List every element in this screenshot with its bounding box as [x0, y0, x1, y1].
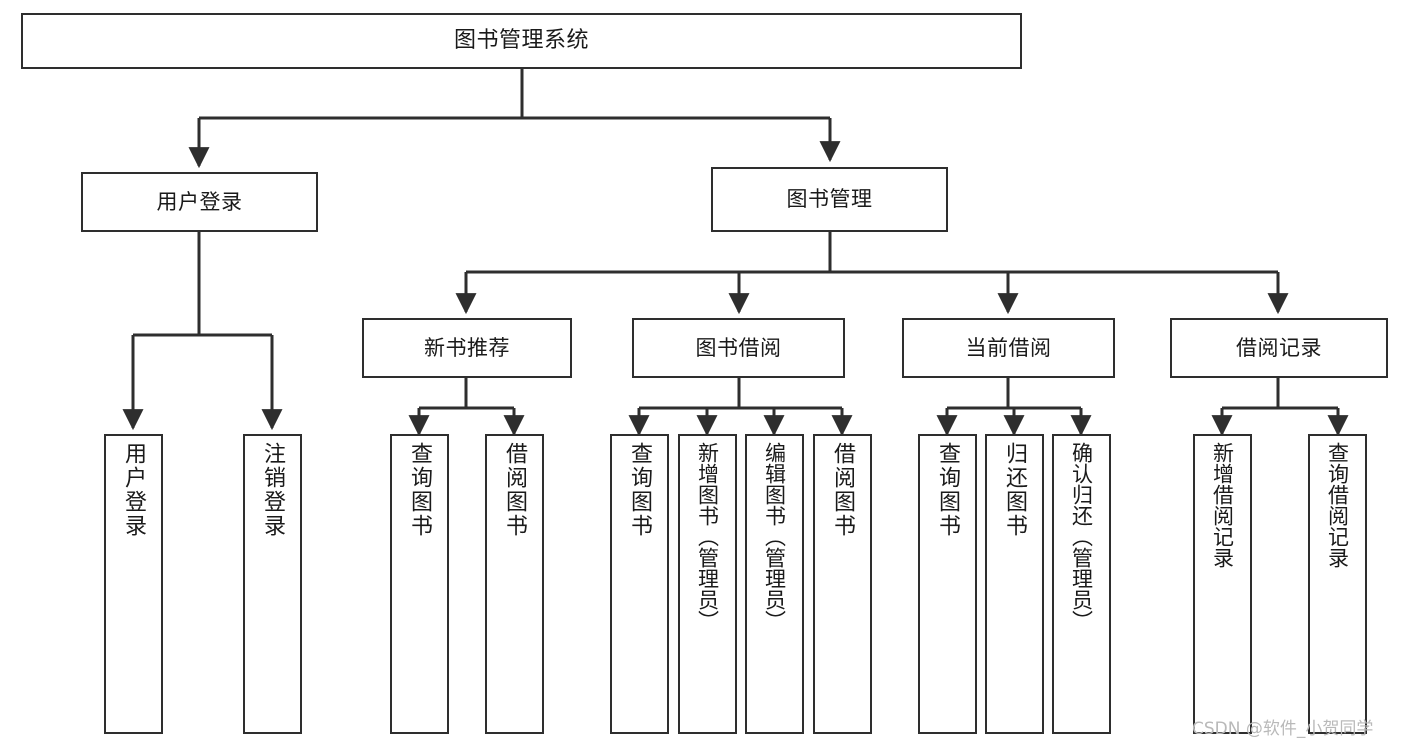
node-label: 用户登录: [121, 442, 147, 538]
node-label: 确认归还（管理员）: [1069, 442, 1094, 631]
node-label: 查询图书: [627, 442, 653, 538]
node-label: 图书借阅: [695, 335, 782, 360]
node-label: 当前借阅: [965, 335, 1052, 360]
node-leaf-query-borrow-record[interactable]: 查询借阅记录: [1308, 434, 1367, 734]
node-leaf-edit-book[interactable]: 编辑图书（管理员）: [745, 434, 804, 734]
node-leaf-user-login[interactable]: 用户登录: [104, 434, 163, 734]
node-label: 查询图书: [407, 442, 433, 538]
node-label: 用户登录: [156, 189, 243, 214]
node-label: 借阅图书: [830, 442, 856, 538]
node-leaf-borrow-book-recommend[interactable]: 借阅图书: [485, 434, 544, 734]
node-new-book-recommend[interactable]: 新书推荐: [362, 318, 572, 378]
node-label: 查询借阅记录: [1325, 442, 1350, 568]
node-label: 查询图书: [935, 442, 961, 538]
node-leaf-query-book-borrow[interactable]: 查询图书: [610, 434, 669, 734]
node-book-borrow[interactable]: 图书借阅: [632, 318, 845, 378]
node-label: 新书推荐: [424, 335, 510, 360]
node-root-book-management-system[interactable]: 图书管理系统: [21, 13, 1022, 69]
csdn-watermark: CSDN @软件_小贺同学: [1192, 719, 1374, 739]
node-leaf-add-borrow-record[interactable]: 新增借阅记录: [1193, 434, 1252, 734]
node-leaf-confirm-return[interactable]: 确认归还（管理员）: [1052, 434, 1111, 734]
node-leaf-return-book[interactable]: 归还图书: [985, 434, 1044, 734]
node-leaf-query-book-current[interactable]: 查询图书: [918, 434, 977, 734]
node-label: 借阅图书: [502, 442, 528, 538]
node-label: 编辑图书（管理员）: [762, 442, 787, 631]
node-label: 注销登录: [260, 442, 286, 538]
node-leaf-add-book[interactable]: 新增图书（管理员）: [678, 434, 737, 734]
node-current-borrow[interactable]: 当前借阅: [902, 318, 1115, 378]
node-label: 图书管理系统: [453, 28, 589, 54]
node-label: 新增借阅记录: [1210, 442, 1235, 568]
node-label: 借阅记录: [1236, 335, 1322, 360]
node-leaf-borrow-book[interactable]: 借阅图书: [813, 434, 872, 734]
node-label: 图书管理: [786, 187, 873, 212]
node-leaf-query-book-recommend[interactable]: 查询图书: [390, 434, 449, 734]
node-book-manage[interactable]: 图书管理: [711, 167, 948, 232]
node-borrow-record[interactable]: 借阅记录: [1170, 318, 1388, 378]
node-label: 新增图书（管理员）: [695, 442, 720, 631]
node-label: 归还图书: [1002, 442, 1028, 538]
node-leaf-logout-login[interactable]: 注销登录: [243, 434, 302, 734]
node-user-login[interactable]: 用户登录: [81, 172, 318, 232]
